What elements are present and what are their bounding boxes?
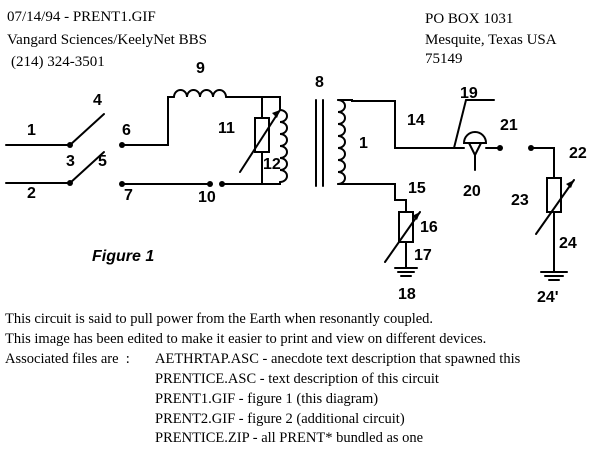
wire-coil9-to-primary: [225, 96, 281, 111]
header-zip: 75149: [425, 51, 463, 67]
wire-primary-return: [221, 181, 281, 185]
header-phone: (214) 324-3501: [11, 54, 105, 70]
wire-node-15: [337, 183, 407, 213]
label-24: 24: [559, 235, 577, 252]
label-3: 3: [66, 153, 75, 170]
label-2: 2: [27, 185, 36, 202]
file-item-2: PRENTICE.ASC - text description of this …: [155, 371, 439, 387]
terminal-dot-10a: [207, 181, 213, 187]
figure-caption: Figure 1: [92, 248, 155, 265]
label-transformer-1: 1: [359, 135, 368, 152]
arrowhead-11: [272, 110, 280, 118]
wire-node-6: [121, 96, 175, 146]
label-8: 8: [315, 74, 324, 91]
label-20: 20: [463, 183, 481, 200]
label-10: 10: [198, 189, 216, 206]
header-city: Mesquite, Texas USA: [425, 32, 557, 48]
spark-gap-20: [462, 131, 488, 144]
label-16: 16: [420, 219, 438, 236]
terminal-dot-6: [119, 142, 125, 148]
pointer-19: [453, 99, 467, 149]
label-1: 1: [27, 122, 36, 139]
file-item-4: PRENT2.GIF - figure 2 (additional circui…: [155, 411, 405, 427]
label-22: 22: [569, 145, 587, 162]
label-21: 21: [500, 117, 518, 134]
terminal-dot-2: [67, 180, 73, 186]
terminal-dot-10b: [219, 181, 225, 187]
file-item-1: AETHRTAP.ASC - anecdote text description…: [155, 351, 521, 367]
description-line-2: This image has been edited to make it ea…: [5, 331, 487, 347]
label-5: 5: [98, 153, 107, 170]
resistor-16-arrow: [384, 211, 421, 263]
label-7: 7: [124, 187, 133, 204]
terminal-dot-1: [67, 142, 73, 148]
label-14: 14: [407, 112, 425, 129]
wire-node-22: [530, 147, 555, 179]
file-item-5: PRENTICE.ZIP - all PRENT* bundled as one: [155, 430, 424, 446]
resistor-11-arrow: [239, 109, 281, 173]
label-17: 17: [414, 247, 432, 264]
header-po-box: PO BOX 1031: [425, 11, 514, 27]
label-19: 19: [460, 85, 478, 102]
label-6: 6: [122, 122, 131, 139]
terminal-dot-21b: [528, 145, 534, 151]
secondary-coil-1: [337, 99, 346, 185]
label-18: 18: [398, 286, 416, 303]
inductor-coil-9: [173, 89, 227, 98]
label-11: 11: [218, 120, 235, 137]
terminal-dot-21a: [497, 145, 503, 151]
label-15: 15: [408, 180, 426, 197]
resistor-23-arrow: [535, 179, 575, 235]
label-23: 23: [511, 192, 529, 209]
spark-gap-20-left: [468, 142, 476, 156]
description-line-1: This circuit is said to pull power from …: [5, 311, 434, 327]
primary-coil-12: [279, 109, 288, 183]
arrowhead-23: [566, 180, 574, 188]
file-item-3: PRENT1.GIF - figure 1 (this diagram): [155, 391, 379, 407]
spark-gap-20-right: [474, 142, 482, 156]
files-intro: Associated files are :: [5, 351, 130, 367]
switch-upper-blade: [69, 113, 105, 146]
header-date-filename: 07/14/94 - PRENT1.GIF: [7, 9, 156, 25]
header-organization: Vangard Sciences/KeelyNet BBS: [7, 32, 207, 48]
arrowhead-16: [412, 212, 420, 220]
label-4: 4: [93, 92, 102, 109]
wire-node-14: [337, 99, 465, 149]
circuit-diagram: 1 2 3 4 5 6 7 8 9 10 11 12 1 14 15 16 17…: [5, 60, 587, 306]
terminal-dot-7: [119, 181, 125, 187]
label-12: 12: [263, 156, 281, 173]
switch-lower-blade: [69, 151, 105, 184]
label-24-prime: 24': [537, 289, 559, 306]
label-9: 9: [196, 60, 205, 77]
